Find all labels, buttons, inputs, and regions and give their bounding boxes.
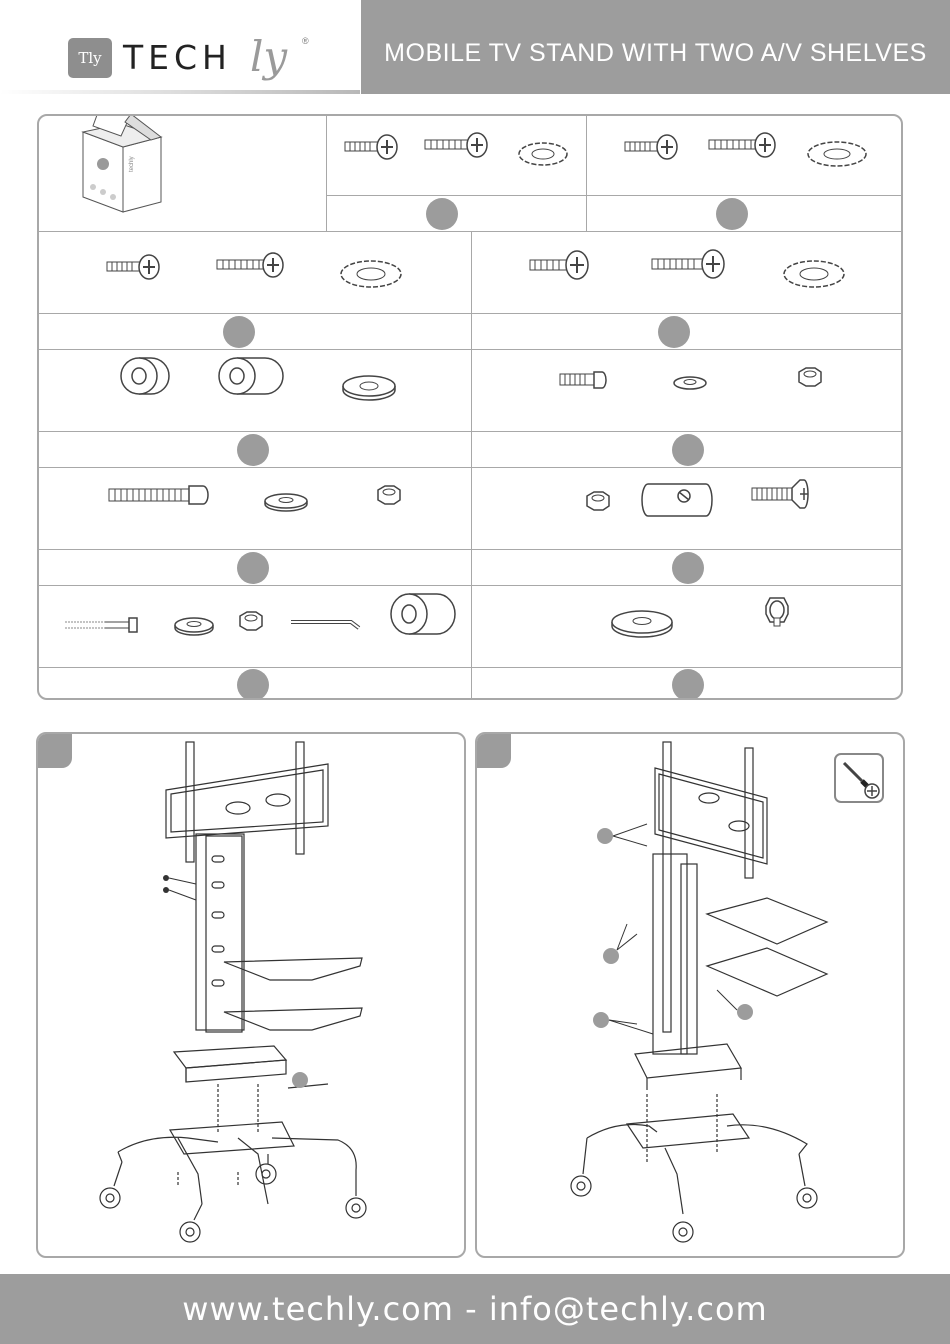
badge-row-3b <box>472 432 903 468</box>
badge-row-1b <box>587 196 903 232</box>
registered-mark: ® <box>302 36 309 46</box>
flat-washer-icon <box>672 374 712 394</box>
box-illustration: techly <box>73 114 173 217</box>
part-badge <box>237 552 269 584</box>
badge-row-1a <box>327 196 587 232</box>
lock-washer-icon <box>782 258 852 292</box>
techly-logo: Tly TECH ly ® <box>68 28 328 88</box>
lock-washer-icon <box>807 140 877 170</box>
hex-nut-icon <box>373 484 403 510</box>
badge-row-4a <box>39 550 472 586</box>
allen-key-icon <box>289 614 369 638</box>
part-group-2 <box>587 116 903 196</box>
part-group-9 <box>39 586 472 668</box>
part-badge <box>716 198 748 230</box>
hex-nut-icon <box>235 610 265 636</box>
badge-row-3a <box>39 432 472 468</box>
part-callout-badge <box>603 948 619 964</box>
part-badge <box>658 316 690 348</box>
knob-icon <box>758 592 798 632</box>
screw-short-icon <box>345 136 405 166</box>
header-title-bar: MOBILE TV STAND WITH TWO A/V SHELVES <box>361 0 950 94</box>
part-group-5 <box>39 350 472 432</box>
screw-long-icon <box>425 134 495 164</box>
screw-short-icon <box>530 254 595 284</box>
header-logo-area: Tly TECH ly ® <box>0 0 360 94</box>
part-callout-badge <box>593 1012 609 1028</box>
part-callout-badge <box>737 1004 753 1020</box>
part-badge <box>237 434 269 466</box>
part-badge <box>672 669 704 700</box>
page-title: MOBILE TV STAND WITH TWO A/V SHELVES <box>384 39 927 68</box>
badge-row-5b <box>472 668 903 700</box>
hex-nut-icon <box>582 490 612 516</box>
bolt-short-icon <box>560 370 620 394</box>
part-group-7 <box>39 468 472 550</box>
hex-nut-icon <box>794 366 824 392</box>
part-group-8 <box>472 468 903 550</box>
screw-long-icon <box>652 252 732 286</box>
part-group-4 <box>472 232 903 314</box>
badge-row-4b <box>472 550 903 586</box>
footer-bar: www.techly.com - info@techly.com <box>0 1274 950 1344</box>
screw-short-icon <box>625 136 685 166</box>
part-badge <box>223 316 255 348</box>
bolt-long-icon <box>109 484 219 510</box>
box-label: techly <box>129 156 135 172</box>
part-group-10 <box>472 586 903 668</box>
logo-mark: Tly <box>68 38 112 78</box>
lock-washer-icon <box>339 258 409 292</box>
box-cell: techly <box>39 116 327 232</box>
stand-assembly-diagram <box>38 734 466 1258</box>
part-badge <box>237 669 269 700</box>
lock-washer-icon <box>517 140 577 170</box>
part-group-3 <box>39 232 472 314</box>
part-badge <box>672 434 704 466</box>
screw-short-icon <box>107 256 167 286</box>
stand-assembly-diagram <box>477 734 905 1258</box>
header-rule <box>0 90 360 94</box>
part-badge <box>426 198 458 230</box>
part-callout-badge <box>597 828 613 844</box>
large-washer-icon <box>610 610 680 640</box>
assembly-step-2 <box>475 732 905 1258</box>
part-group-1 <box>327 116 587 196</box>
flat-washer-icon <box>173 616 223 638</box>
badge-row-2b <box>472 314 903 350</box>
logo-brand-text: TECH <box>123 38 232 77</box>
screw-long-icon <box>217 254 292 284</box>
part-group-6 <box>472 350 903 432</box>
parts-list-panel: techly <box>37 114 903 700</box>
badge-row-2a <box>39 314 472 350</box>
flat-washer-icon <box>339 374 403 404</box>
badge-row-5a <box>39 668 472 700</box>
flat-washer-icon <box>263 492 313 514</box>
assembly-step-1 <box>36 732 466 1258</box>
part-callout-badge <box>292 1072 308 1088</box>
spacer-long-icon <box>215 354 285 400</box>
barrel-nut-icon <box>642 480 722 520</box>
hex-bolt-icon <box>65 614 145 638</box>
spacer-large-icon <box>387 590 457 638</box>
logo-script-text: ly <box>250 32 287 81</box>
countersunk-screw-icon <box>752 476 822 516</box>
spacer-short-icon <box>117 354 167 400</box>
footer-contact: www.techly.com - info@techly.com <box>182 1290 767 1328</box>
part-badge <box>672 552 704 584</box>
screw-long-icon <box>709 134 784 164</box>
